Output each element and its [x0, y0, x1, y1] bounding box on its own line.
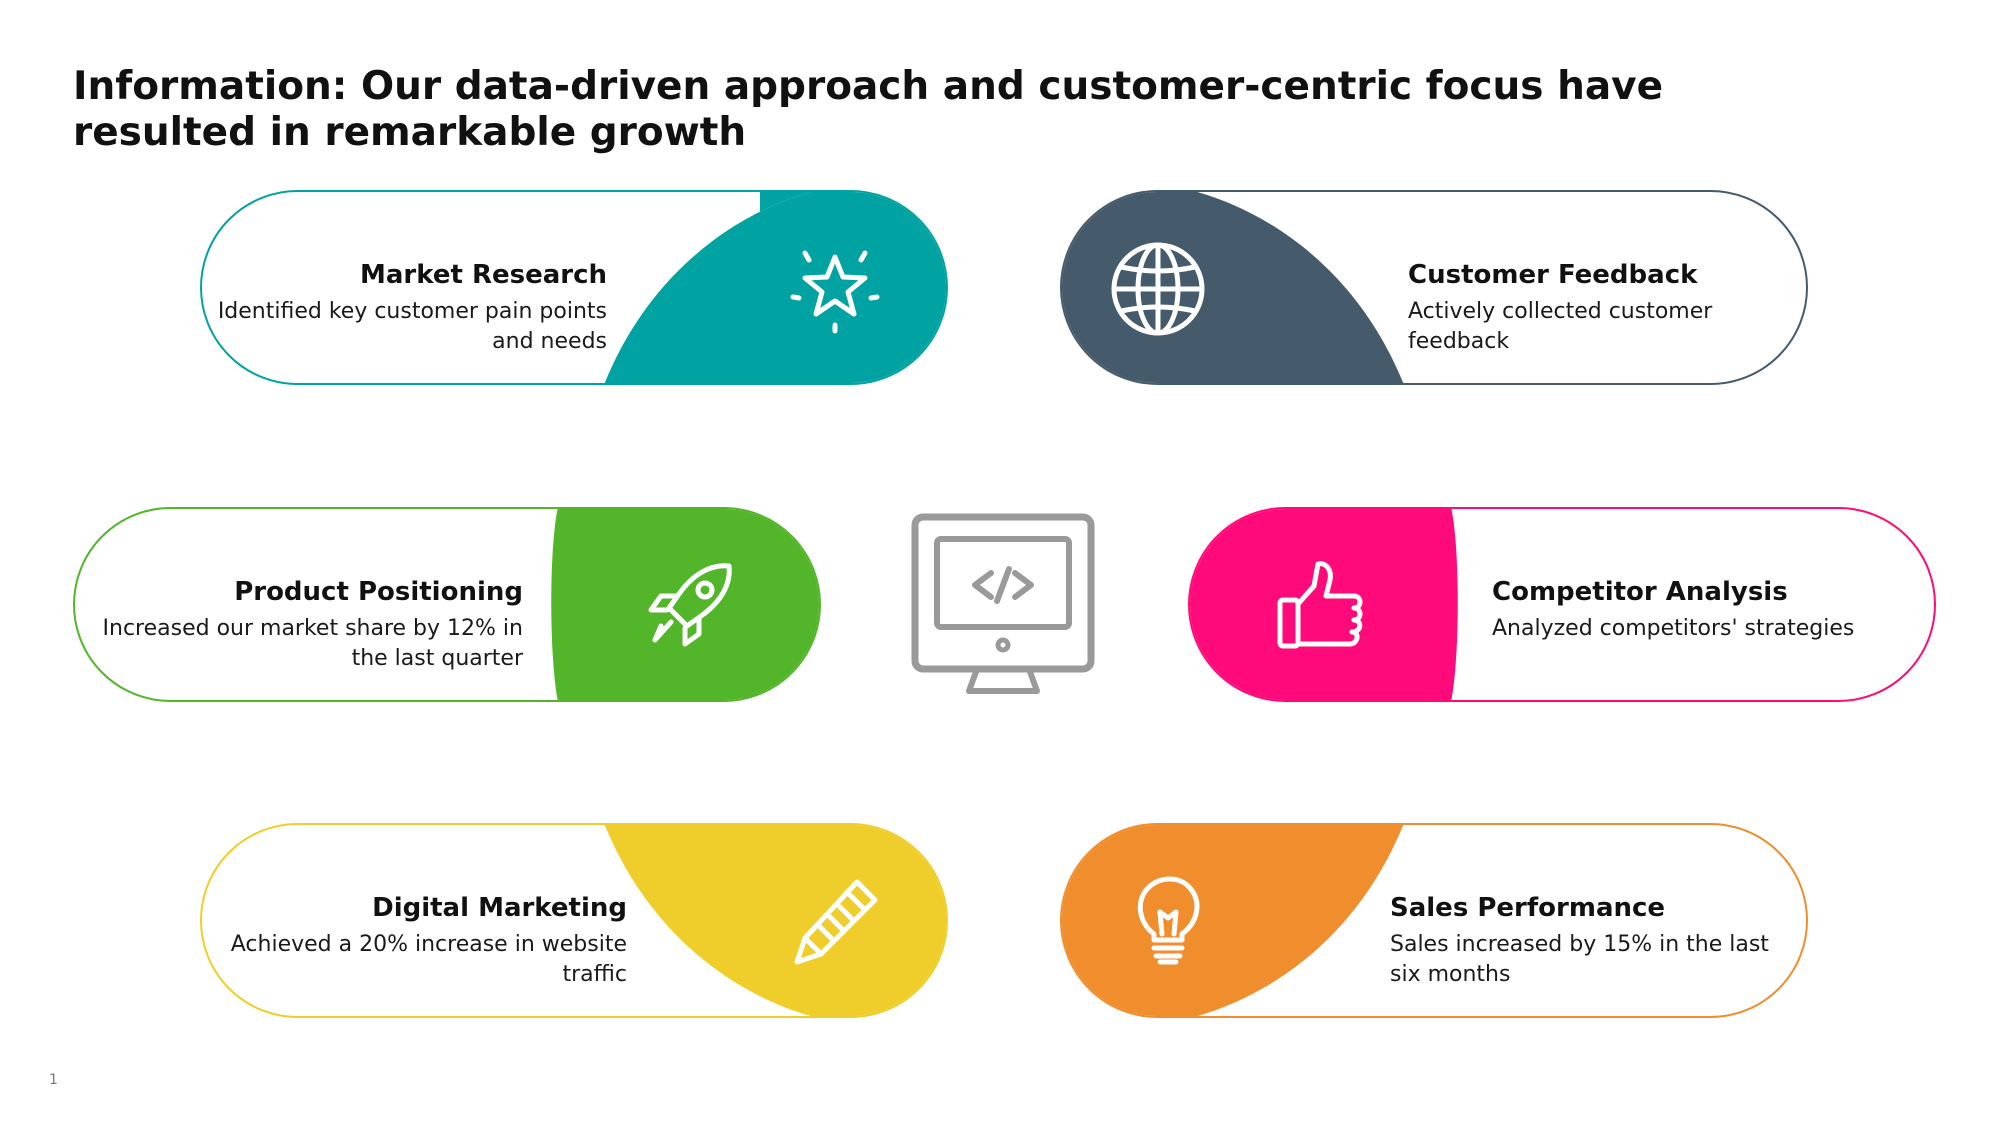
card-customer-feedback: Customer Feedback Actively collected cus… [1060, 190, 1808, 385]
pencil-icon [785, 872, 885, 972]
code-monitor-icon [911, 513, 1095, 697]
card-description: Identified key customer pain points and … [217, 299, 607, 354]
card-description: Achieved a 20% increase in website traff… [230, 932, 627, 987]
card-product-positioning: Product Positioning Increased our market… [73, 507, 821, 702]
thumbs-up-icon [1270, 556, 1370, 656]
card-color-shape [1062, 192, 1404, 383]
card-color-shape [1190, 509, 1458, 700]
globe-icon [1108, 239, 1208, 339]
card-title: Customer Feedback [1408, 260, 1698, 290]
card-color-shape [604, 192, 946, 383]
star-icon [785, 239, 885, 339]
card-title: Market Research [360, 260, 607, 290]
card-sales-performance: Sales Performance Sales increased by 15%… [1060, 823, 1808, 1018]
card-title: Product Positioning [234, 577, 523, 607]
card-market-research: Market Research Identified key customer … [200, 190, 948, 385]
card-competitor-analysis: Competitor Analysis Analyzed competitors… [1188, 507, 1936, 702]
slide-title: Information: Our data-driven approach an… [73, 64, 1664, 155]
rocket-icon [641, 556, 741, 656]
card-title: Competitor Analysis [1492, 577, 1788, 607]
card-color-shape [1062, 825, 1404, 1016]
card-description: Actively collected customer feedback [1408, 299, 1713, 354]
card-description: Increased our market share by 12% in the… [102, 616, 523, 671]
card-description: Analyzed competitors' strategies [1492, 616, 1855, 641]
lightbulb-icon [1118, 872, 1218, 972]
card-description: Sales increased by 15% in the last six m… [1390, 932, 1769, 987]
card-title: Sales Performance [1390, 893, 1666, 923]
card-color-shape [604, 825, 946, 1016]
card-digital-marketing: Digital Marketing Achieved a 20% increas… [200, 823, 948, 1018]
card-title: Digital Marketing [372, 893, 627, 923]
page-number: 1 [49, 1072, 58, 1088]
card-color-shape [551, 509, 819, 700]
